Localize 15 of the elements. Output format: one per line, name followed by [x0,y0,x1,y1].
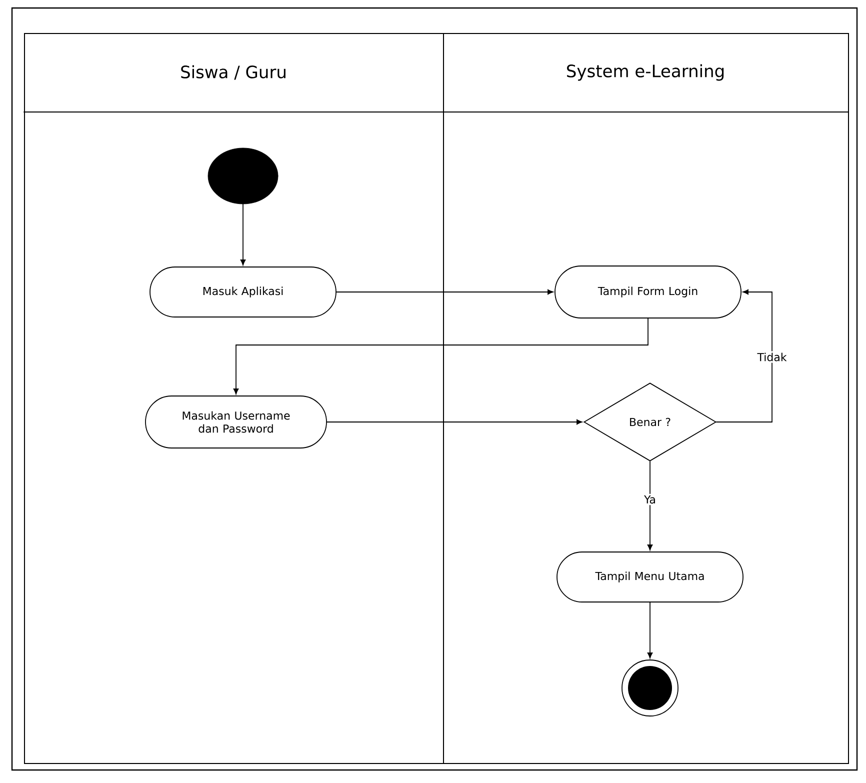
end-node [622,660,678,716]
action-box: Tampil Form Login [554,266,742,318]
arrow [336,289,554,295]
arrow [233,318,648,394]
arrow [716,289,772,422]
arrow [240,204,246,266]
action-box: Tampil Menu Utama [556,552,744,602]
edge-label: Tidak [757,352,787,362]
start-node [208,148,278,204]
action-box: Masukan Username dan Password [145,396,327,448]
arrow [647,461,653,550]
edge-label: Ya [644,495,655,504]
action-box: Masuk Aplikasi [150,266,336,318]
arrow [647,602,653,658]
arrow [326,419,582,425]
